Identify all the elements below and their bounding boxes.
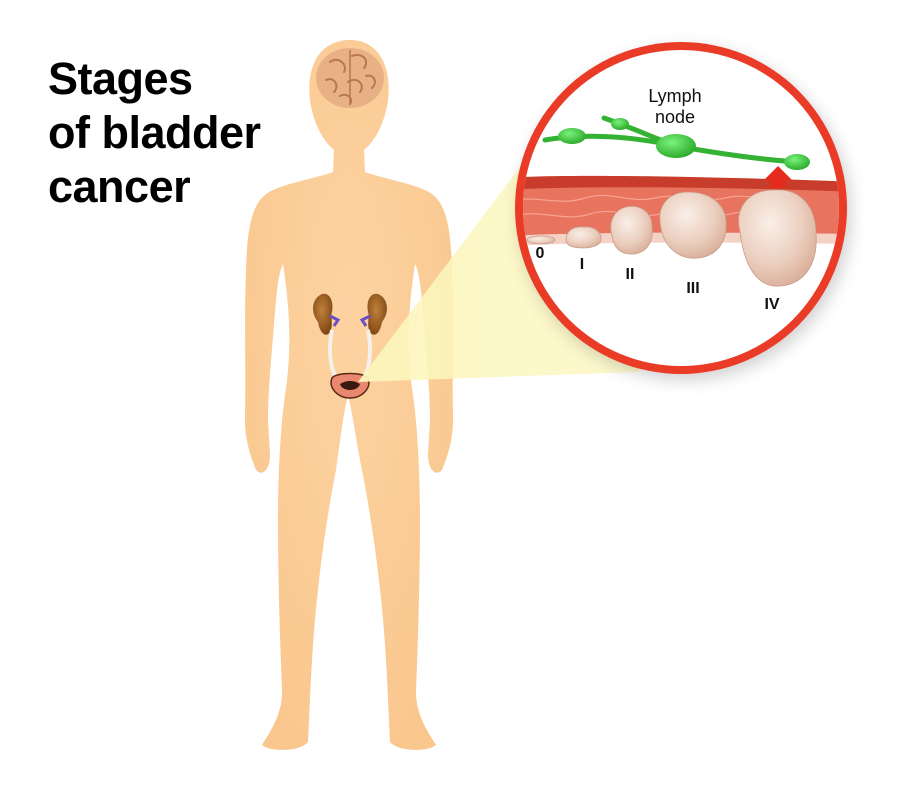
lymph-system [542, 115, 810, 170]
tumor-stage-2 [610, 205, 653, 255]
stage-label-2: II [625, 266, 635, 283]
lymph-node-main [656, 134, 696, 158]
lymph-node-left [558, 128, 586, 144]
page-title: Stages of bladder cancer [48, 52, 348, 214]
tumors [526, 189, 817, 287]
brain [316, 48, 384, 108]
tumor-stage-0 [526, 235, 556, 245]
spread-arrow [764, 166, 792, 188]
lymph-label-line-1: Lymph [648, 86, 702, 106]
tumor-stage-4 [738, 189, 817, 287]
lymph-node-right [784, 154, 810, 170]
lymph-node-label: Lymph node [615, 86, 735, 128]
stage-label-3: III [686, 280, 700, 297]
tumor-stage-3 [659, 191, 727, 259]
title-line-3: cancer [48, 161, 191, 212]
lymph-label-line-2: node [654, 107, 696, 127]
lymph-node-top [611, 118, 629, 130]
stage-label-0: 0 [535, 245, 545, 262]
stage-label-4: IV [764, 296, 780, 313]
stage-label-1: I [579, 256, 585, 273]
title-line-1: Stages [48, 53, 193, 104]
tumor-stage-1 [565, 226, 602, 249]
title-line-2: of bladder [48, 107, 261, 158]
